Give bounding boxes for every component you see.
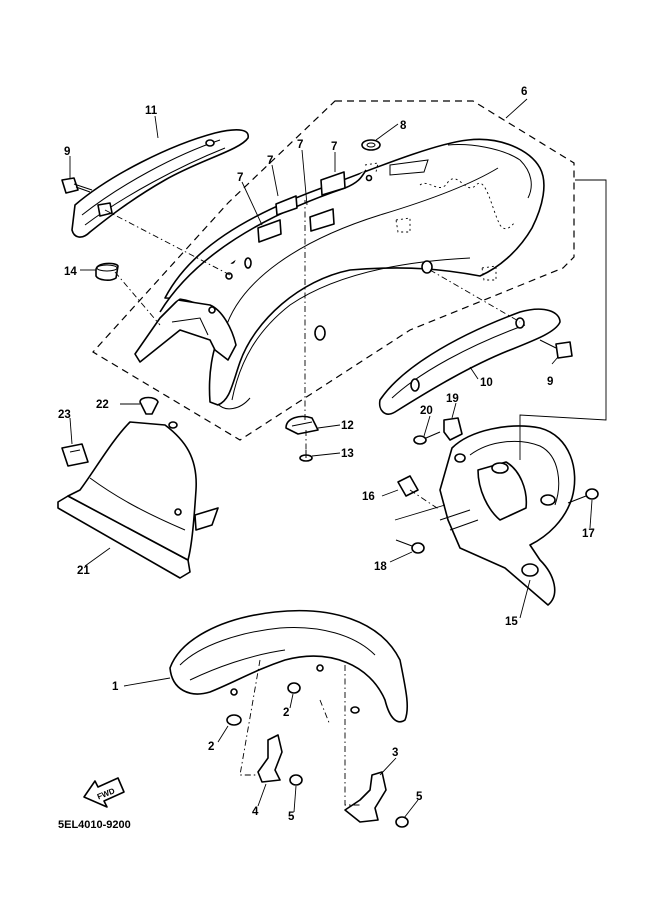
assembly-line-10-fender bbox=[429, 269, 521, 323]
callout-19: 19 bbox=[446, 393, 459, 405]
assembly-line-grommet bbox=[114, 271, 161, 326]
leader-lines bbox=[69, 98, 593, 819]
grab-bar-left bbox=[71, 129, 249, 238]
callout-12: 12 bbox=[341, 420, 354, 432]
callout-8: 8 bbox=[400, 120, 407, 132]
bracket-3 bbox=[344, 771, 387, 823]
callout-18: 18 bbox=[374, 561, 387, 573]
callout-7-b: 7 bbox=[297, 139, 303, 151]
callout-1: 1 bbox=[112, 681, 119, 693]
cap-8 bbox=[361, 139, 381, 151]
assembly-line-front-3 bbox=[319, 699, 331, 726]
callout-15: 15 bbox=[505, 616, 518, 628]
callout-5-left: 5 bbox=[288, 811, 295, 823]
clip-19 bbox=[443, 417, 463, 441]
bracket-4 bbox=[257, 734, 283, 783]
bolt-18 bbox=[395, 539, 425, 554]
callout-2-left: 2 bbox=[208, 741, 214, 753]
callout-3: 3 bbox=[392, 747, 398, 759]
callout-6: 6 bbox=[521, 86, 527, 98]
inner-fender-21 bbox=[57, 421, 219, 579]
callout-14: 14 bbox=[64, 266, 77, 278]
callout-11: 11 bbox=[145, 105, 158, 117]
assembly-line-16 bbox=[409, 489, 441, 511]
screw-20 bbox=[413, 431, 441, 445]
callout-13: 13 bbox=[341, 448, 354, 460]
bolt-9-left bbox=[61, 177, 93, 194]
callout-2-right: 2 bbox=[283, 707, 289, 719]
callout-4: 4 bbox=[252, 806, 259, 818]
bolt-2 bbox=[226, 682, 301, 726]
callout-20: 20 bbox=[420, 405, 433, 417]
callout-22: 22 bbox=[96, 399, 109, 411]
callout-10: 10 bbox=[480, 377, 493, 389]
callout-21: 21 bbox=[77, 565, 90, 577]
nut-16 bbox=[397, 475, 419, 497]
callout-9-right: 9 bbox=[547, 376, 553, 388]
callout-23: 23 bbox=[58, 409, 71, 421]
assembly-line-9-left bbox=[104, 209, 231, 276]
rivet-22 bbox=[139, 396, 159, 415]
bolt-5 bbox=[289, 774, 409, 828]
bolt-17 bbox=[567, 488, 599, 504]
rear-fender-assembly-boundary bbox=[92, 100, 575, 441]
callout-7-d: 7 bbox=[237, 172, 243, 184]
callout-9-left: 9 bbox=[64, 146, 70, 158]
assembly-line-front-2 bbox=[344, 665, 360, 806]
callouts: 11 9 6 8 7 7 7 7 14 10 9 22 23 12 13 19 … bbox=[58, 86, 595, 823]
nut-23 bbox=[61, 443, 89, 467]
grab-bar-right bbox=[378, 308, 561, 415]
diagram-code: 5EL4010-9200 bbox=[58, 819, 131, 831]
fwd-arrow-icon: FWD bbox=[83, 777, 125, 808]
callout-17: 17 bbox=[582, 528, 595, 540]
grommet-14 bbox=[95, 262, 119, 281]
screw-13 bbox=[299, 450, 313, 462]
fender-stickers bbox=[257, 171, 346, 243]
clip-12 bbox=[285, 415, 319, 435]
front-fender-1 bbox=[169, 609, 408, 723]
callout-16: 16 bbox=[362, 491, 375, 503]
callout-7-c: 7 bbox=[267, 155, 273, 167]
rear-bracket-group-outline bbox=[394, 179, 607, 521]
bolt-9-right bbox=[539, 339, 573, 359]
callout-7-a: 7 bbox=[331, 141, 337, 153]
callout-5-right: 5 bbox=[416, 791, 423, 803]
rear-bracket-15 bbox=[439, 425, 576, 606]
